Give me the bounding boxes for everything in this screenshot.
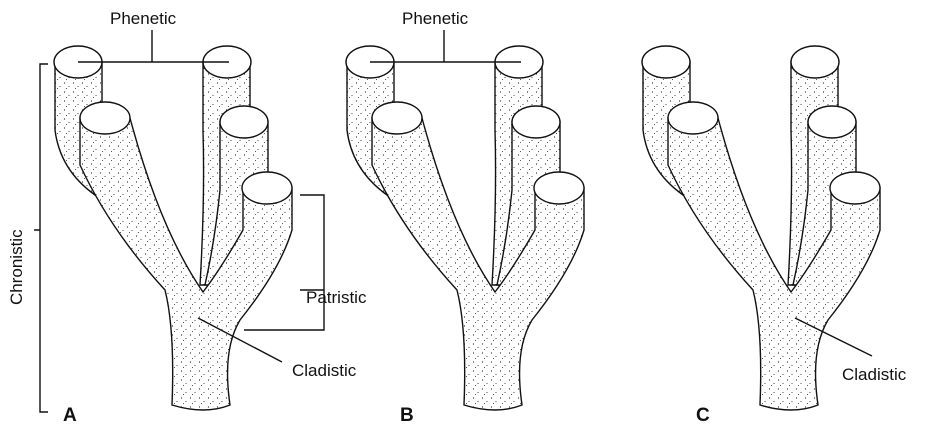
branch-tip-c-1: [642, 46, 690, 78]
branch-tip-c-5: [830, 172, 880, 204]
panel-label-b: B: [400, 405, 414, 426]
panel-label-c: C: [696, 405, 710, 426]
branch-tip-c-2: [791, 46, 839, 78]
chronistic-bracket: [34, 64, 48, 412]
patristic-label: Patristic: [306, 288, 367, 307]
branch-tip-b-5: [534, 172, 584, 204]
chronistic-label: Chronistic: [7, 229, 26, 305]
panel-label-a: A: [63, 405, 77, 426]
panel-c: Cladistic C: [642, 46, 907, 426]
branch-tip-b-4: [512, 106, 560, 138]
phenetic-label-a: Phenetic: [110, 9, 177, 28]
panel-a: Phenetic Chronistic Patristic Cladistic …: [7, 9, 367, 426]
phenetic-label-b: Phenetic: [402, 9, 469, 28]
cladistic-label-a: Cladistic: [292, 361, 357, 380]
branch-tip-a-3: [80, 102, 130, 134]
branch-tip-a-4: [220, 106, 268, 138]
panel-b: Phenetic B: [346, 9, 584, 426]
branch-tip-b-3: [372, 102, 422, 134]
cladistic-label-c: Cladistic: [842, 365, 907, 384]
branch-tip-c-4: [808, 106, 856, 138]
branch-tip-a-5: [242, 172, 292, 204]
branch-tip-c-3: [668, 102, 718, 134]
